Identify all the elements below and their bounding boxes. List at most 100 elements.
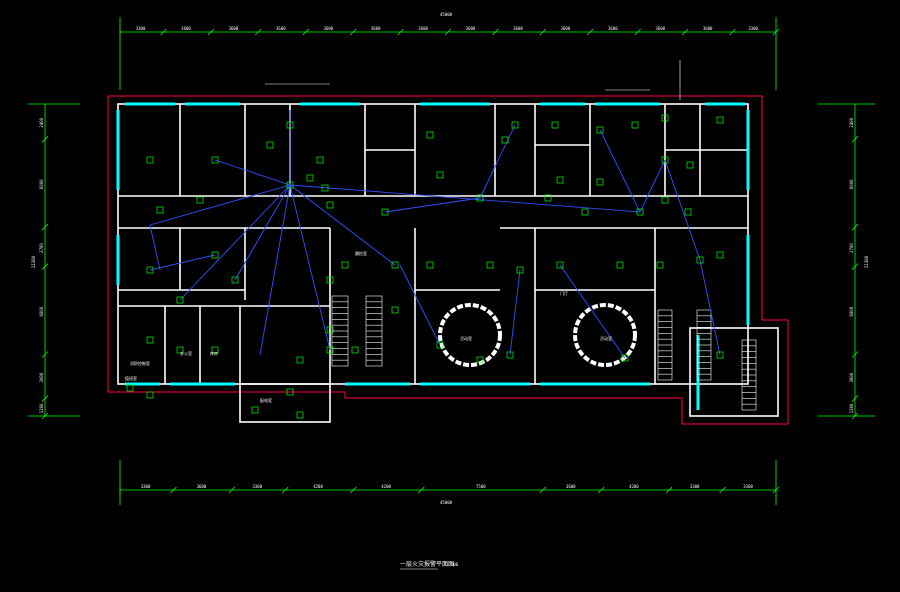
smoke-detector (556, 261, 564, 269)
activity-circles (438, 303, 637, 367)
smoke-detector (146, 336, 154, 344)
room-label: 活动室 (600, 335, 612, 341)
walls (117, 103, 779, 423)
dim-tick (444, 28, 452, 36)
smoke-detector (656, 261, 664, 269)
smoke-detector (426, 261, 434, 269)
smoke-detector (211, 346, 219, 354)
dim-tick (851, 135, 859, 143)
dim-tick (41, 412, 49, 420)
smoke-detector (716, 251, 724, 259)
dimension-labels: 3300 3600 3600 3600 3600 3600 3600 3600 3600 3600… (31, 12, 869, 505)
room-labels: 值班室消防控制室办公室库房配电室活动室活动室晨检室门厅 (125, 250, 612, 403)
dim-tick (160, 28, 167, 36)
dim-label: 4200 (313, 484, 323, 489)
dim-tick (772, 28, 780, 36)
smoke-detector (146, 391, 154, 399)
smoke-detector (476, 194, 484, 202)
dim-tick (41, 395, 49, 402)
dim-tick (302, 28, 310, 36)
smoke-detector (381, 208, 389, 216)
room-label: 配电室 (260, 397, 272, 403)
smoke-detector (176, 346, 184, 354)
dim-label: 6000 (849, 306, 854, 316)
dim-label: 3600 (371, 26, 381, 31)
smoke-detector (436, 341, 444, 349)
dim-label: 3000 (39, 372, 44, 382)
dim-tick (492, 28, 499, 36)
dim-label: 3600 (323, 26, 333, 31)
dim-total-label: 45000 (440, 12, 453, 17)
dim-label: 3600 (197, 484, 207, 489)
room-label: 门厅 (560, 290, 568, 296)
smoke-detector (341, 261, 349, 269)
smoke-detector (621, 354, 629, 362)
windows (116, 102, 750, 410)
smoke-detector (716, 116, 724, 124)
smoke-detector (351, 346, 359, 354)
smoke-detector (551, 121, 559, 129)
dim-tick (349, 28, 357, 36)
dim-label: 3600 (703, 26, 713, 31)
dim-tick (665, 486, 673, 494)
smoke-detector (326, 276, 334, 284)
smoke-detector (684, 208, 692, 216)
dim-tick (851, 395, 859, 402)
dim-tick (851, 412, 859, 420)
drawing-scale: 1:100 (446, 562, 459, 567)
smoke-detector (286, 388, 294, 396)
dim-label: 2400 (849, 117, 854, 127)
alarm-devices (126, 114, 724, 419)
dim-tick (539, 486, 547, 494)
dim-tick (41, 263, 49, 270)
smoke-detector (326, 326, 334, 334)
smoke-detector (126, 384, 134, 392)
dim-tick (170, 486, 177, 494)
dim-tick (851, 223, 859, 231)
smoke-detector (556, 176, 564, 184)
stairs (331, 295, 757, 411)
smoke-detector (686, 161, 694, 169)
dim-tick (41, 351, 49, 358)
smoke-detector (661, 196, 669, 204)
smoke-detector (326, 346, 334, 354)
dim-label: 3600 (466, 26, 476, 31)
room-label: 晨检室 (355, 250, 367, 256)
smoke-detector (506, 351, 514, 359)
smoke-detector (156, 206, 164, 214)
dim-label: 3300 (748, 26, 758, 31)
room-label: 库房 (210, 350, 218, 356)
smoke-detector (631, 121, 639, 129)
smoke-detector (391, 261, 399, 269)
dim-label: 6000 (39, 306, 44, 316)
dim-tick (281, 486, 289, 494)
room-label: 活动室 (460, 335, 472, 341)
dim-label: 3600 (418, 26, 428, 31)
dim-label: 1200 (39, 403, 44, 413)
dimension-ticks (41, 27, 859, 495)
dim-label: 3300 (690, 484, 700, 489)
building-outline (107, 95, 789, 425)
smoke-detector (716, 351, 724, 359)
smoke-detector (636, 208, 644, 216)
dim-tick (41, 135, 49, 143)
room-label: 消防控制室 (130, 360, 150, 366)
room-label: 值班室 (125, 375, 137, 381)
dim-tick (597, 486, 605, 494)
dim-tick (228, 486, 236, 494)
smoke-detector (426, 131, 434, 139)
smoke-detector (581, 208, 589, 216)
dim-label: 3300 (136, 26, 146, 31)
dim-tick (207, 28, 215, 36)
dim-tick (539, 28, 547, 36)
smoke-detector (286, 181, 294, 189)
dim-label: 3600 (181, 26, 191, 31)
dim-label: 3600 (655, 26, 665, 31)
dim-label: 6000 (849, 179, 854, 189)
dim-label: 3300 (252, 484, 262, 489)
top-annotation (265, 60, 681, 100)
dim-tick (417, 486, 425, 494)
dim-label: 3300 (743, 484, 753, 489)
dim-label: 3600 (608, 26, 618, 31)
